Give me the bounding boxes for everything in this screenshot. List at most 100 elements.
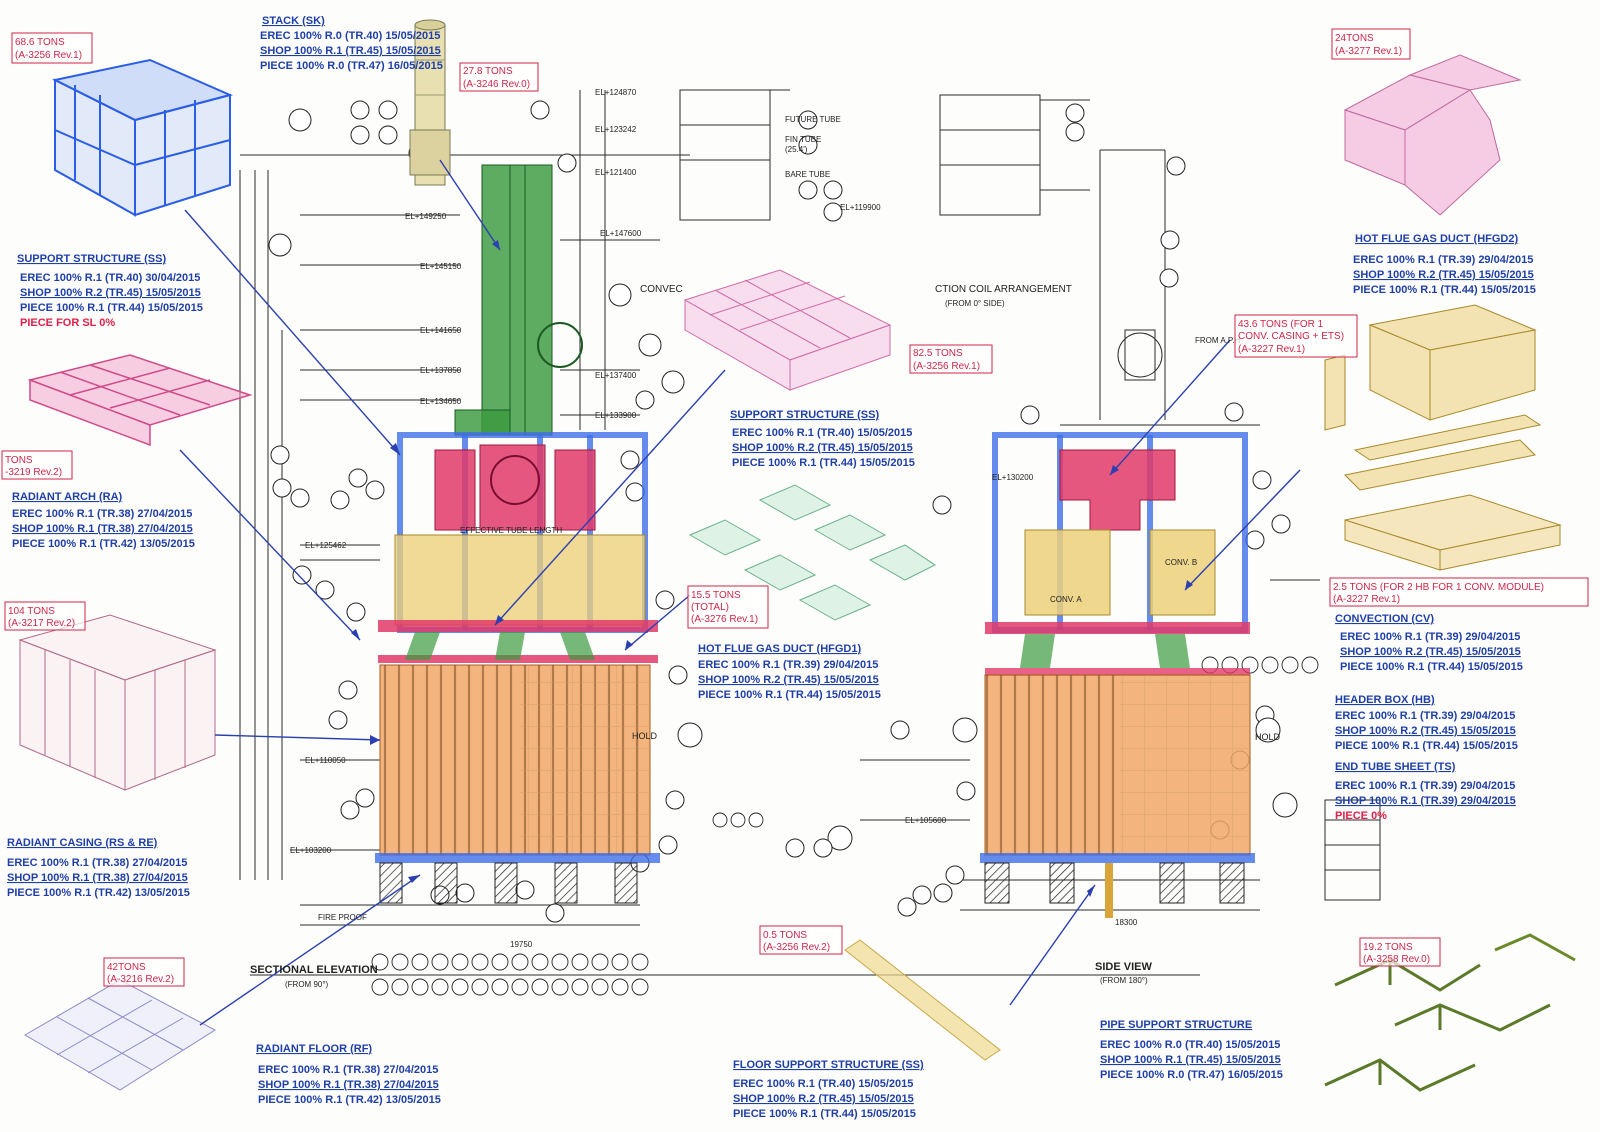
section-title: FLOOR SUPPORT STRUCTURE (SS) [733,1059,924,1071]
fin-tube-size-label: (25.4') [785,145,808,154]
status-shop: SHOP 100% R.2 (TR.45) 15/05/2015 [732,442,913,454]
elevation-label: EL+134650 [420,397,462,406]
model-support-structure-top [51,58,234,217]
conv-b-label: CONV. B [1165,558,1197,567]
status-shop: SHOP 100% R.2 (TR.45) 15/05/2015 [733,1093,914,1105]
hold-label-right: HOLD [1255,732,1281,742]
model-convection [1324,304,1542,491]
status-shop: SHOP 100% R.2 (TR.45) 15/05/2015 [1335,725,1516,737]
model-radiant-floor [24,979,216,1091]
elevation-label: EL+137400 [595,371,637,380]
fire-proof-label: FIRE PROOF [318,913,367,922]
arrow-heads [351,240,1193,897]
status-shop: SHOP 100% R.1 (TR.38) 27/04/2015 [7,872,188,884]
tons-box-hfgd1: 15.5 TONS (TOTAL) (A-3276 Rev.1) [687,585,769,629]
status-piece: PIECE 0% [1335,810,1387,822]
section-convection: CONVECTION (CV) EREC 100% R.1 (TR.39) 29… [1335,613,1523,673]
dim-18300-label: 18300 [1115,918,1138,927]
section-title: CONVECTION (CV) [1335,613,1434,625]
tons-box-hfgd2: 24TONS (A-3277 Rev.1) [1331,28,1411,60]
status-piece: PIECE 100% R.1 (TR.42) 13/05/2015 [258,1094,441,1106]
section-title: SUPPORT STRUCTURE (SS) [17,253,166,265]
elevation-label: EL+141650 [420,326,462,335]
tons-box-ss-top: 68.6 TONS (A-3256 Rev.1) [11,32,93,64]
green-connectors [405,632,595,660]
future-tube-label: FUTURE TUBE [785,115,841,124]
status-erec: EREC 100% R.0 (TR.40) 15/05/2015 [260,30,440,42]
status-shop: SHOP 100% R.2 (TR.45) 15/05/2015 [20,287,201,299]
status-shop: SHOP 100% R.1 (TR.45) 15/05/2015 [260,45,441,57]
coil-arrangement-label: CTION COIL ARRANGEMENT [935,284,1072,295]
convection-band [394,534,646,626]
conv-a-module [1024,529,1111,616]
section-title: SUPPORT STRUCTURE (SS) [730,409,879,421]
section-title: HEADER BOX (HB) [1335,694,1435,706]
status-erec: EREC 100% R.1 (TR.39) 29/04/2015 [1340,631,1520,643]
section-pipe-support-structure: PIPE SUPPORT STRUCTURE EREC 100% R.0 (TR… [1100,1019,1283,1081]
bare-tube-label: BARE TUBE [785,170,830,179]
tons-box-fss: 0.5 TONS (A-3256 Rev.2) [759,925,843,955]
reference-bubbles [268,100,1298,923]
status-erec: EREC 100% R.1 (TR.40) 15/05/2015 [732,427,912,439]
status-shop: SHOP 100% R.1 (TR.45) 15/05/2015 [1100,1054,1281,1066]
tons-ref: (A-3227 Rev.1) [1238,344,1305,355]
model-pipe-support [1324,933,1576,1092]
tons-box-pss: 19.2 TONS (A-3258 Rev.0) [1359,937,1441,967]
section-title: RADIANT CASING (RS & RE) [7,837,158,849]
status-shop: SHOP 100% R.2 (TR.45) 15/05/2015 [1353,269,1534,281]
model-header-box [1344,494,1562,571]
status-piece: PIECE 100% R.1 (TR.44) 15/05/2015 [732,457,915,469]
tons-box-rf: 42TONS (A-3216 Rev.2) [103,957,185,987]
sectional-from-label: (FROM 90°) [285,980,329,989]
elevation-label: EL+125462 [305,541,347,550]
elevation-label: EL+133900 [595,411,637,420]
elevation-label: EL+123242 [595,125,637,134]
status-shop: SHOP 100% R.1 (TR.39) 29/04/2015 [1335,795,1516,807]
tons-ref: (A-3256 Rev.1) [913,361,980,372]
elevation-label: EL+124870 [595,88,637,97]
elevation-label: EL+110050 [305,756,346,765]
side-duct-band-2 [985,668,1250,676]
tons-ref: -3219 Rev.2) [5,467,62,478]
status-erec: EREC 100% R.1 (TR.40) 15/05/2015 [733,1078,913,1090]
status-piece: PIECE 100% R.1 (TR.44) 15/05/2015 [20,302,203,314]
model-radiant-casing [18,614,217,791]
side-from-label: (FROM 180°) [1100,976,1148,985]
tons-box-rc: 104 TONS (A-3217 Rev.2) [4,601,86,631]
section-title: END TUBE SHEET (TS) [1335,761,1456,773]
section-title: RADIANT ARCH (RA) [12,491,123,503]
section-hot-flue-gas-duct-1: HOT FLUE GAS DUCT (HFGD1) EREC 100% R.1 … [698,643,881,701]
tons-value: 104 TONS [8,606,55,617]
section-radiant-casing: RADIANT CASING (RS & RE) EREC 100% R.1 (… [7,837,190,899]
hold-label-left: HOLD [632,731,658,741]
model-floor-support [844,939,1001,1061]
radiant-casing [379,664,651,856]
model-hot-flue-gas-duct-1 [688,484,936,621]
section-hot-flue-gas-duct-2: HOT FLUE GAS DUCT (HFGD2) EREC 100% R.1 … [1353,233,1536,296]
status-shop: SHOP 100% R.2 (TR.45) 15/05/2015 [698,674,879,686]
stack-model [409,19,451,186]
status-piece: PIECE 100% R.1 (TR.44) 15/05/2015 [1353,284,1536,296]
section-title: RADIANT FLOOR (RF) [256,1043,372,1055]
elevation-label: EL+130200 [992,473,1034,482]
convec-label: CONVEC [640,284,683,295]
model-support-structure-mid [683,269,892,391]
tons-box-hb: 2.5 TONS (FOR 2 HB FOR 1 CONV. MODULE) (… [1329,577,1589,607]
tons-value: 27.8 TONS [463,66,513,77]
from-aph-label: FROM A.P.H [1195,336,1240,345]
tons-value: 2.5 TONS (FOR 2 HB FOR 1 CONV. MODULE) [1333,582,1544,593]
tons-box-conv: 43.6 TONS (FOR 1 CONV. CASING + ETS) (A-… [1234,314,1358,358]
leader-arrows [179,159,1301,1026]
status-piece: PIECE 100% R.1 (TR.44) 15/05/2015 [733,1108,916,1120]
status-piece: PIECE 100% R.1 (TR.42) 13/05/2015 [7,887,190,899]
status-shop: SHOP 100% R.1 (TR.38) 27/04/2015 [12,523,193,535]
status-shop: SHOP 100% R.2 (TR.45) 15/05/2015 [1340,646,1521,658]
section-title: HOT FLUE GAS DUCT (HFGD1) [698,643,861,655]
tons-ref: (A-3276 Rev.1) [691,614,758,625]
hfgd1-band-top [378,620,658,632]
conv-a-label: CONV. A [1050,595,1082,604]
status-piece: PIECE 100% R.1 (TR.44) 15/05/2015 [698,689,881,701]
tons-value: 19.2 TONS [1363,942,1413,953]
status-erec: EREC 100% R.0 (TR.40) 15/05/2015 [1100,1039,1280,1051]
